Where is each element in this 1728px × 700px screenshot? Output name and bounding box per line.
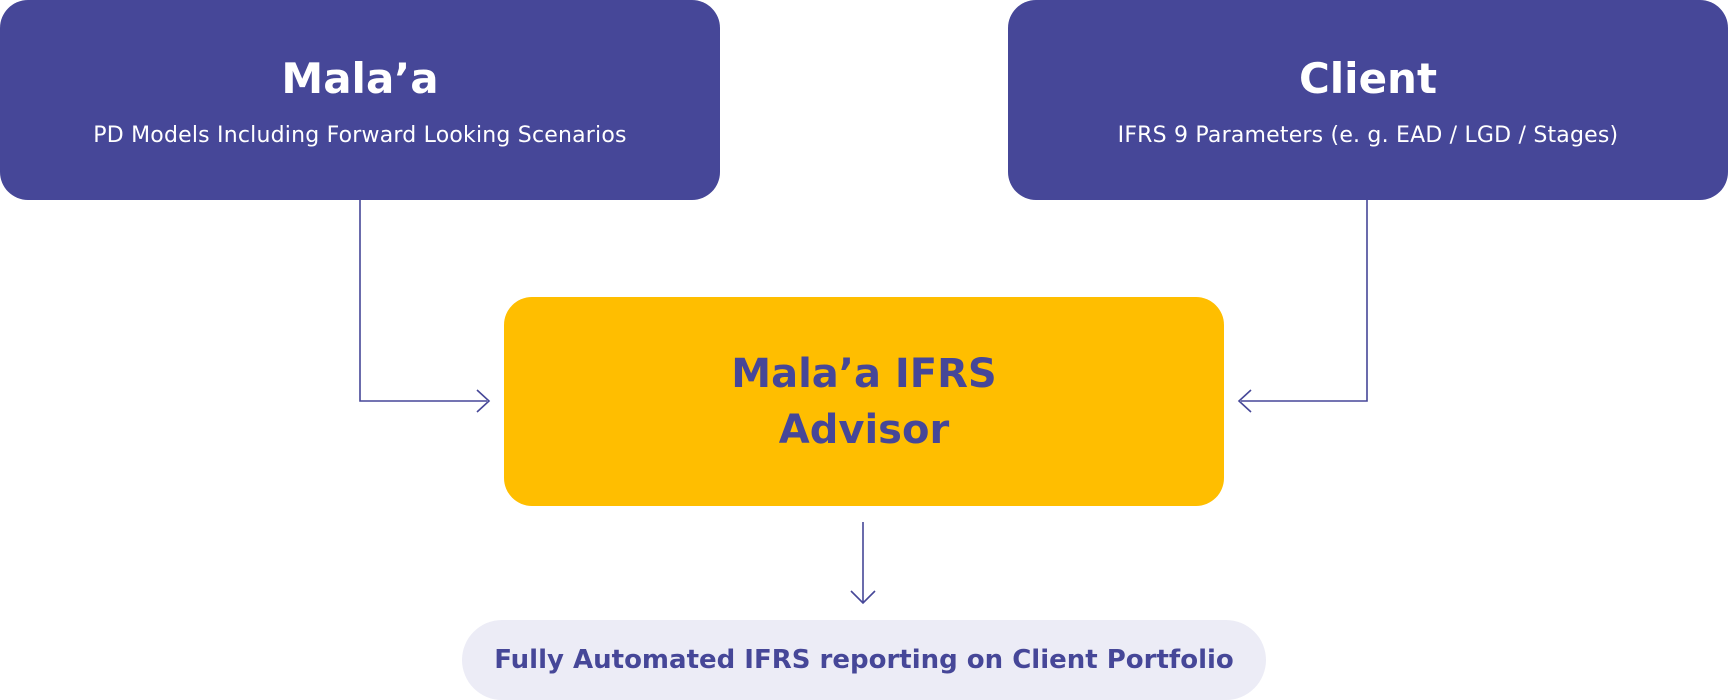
source-box-client: Client IFRS 9 Parameters (e. g. EAD / LG… <box>1008 0 1728 200</box>
center-box-advisor: Mala’a IFRS Advisor <box>504 297 1224 506</box>
result-pill: Fully Automated IFRS reporting on Client… <box>462 620 1266 700</box>
connector-right-to-center <box>1241 200 1368 402</box>
source-title-malaa: Mala’a <box>281 54 439 104</box>
source-subtitle-malaa: PD Models Including Forward Looking Scen… <box>93 122 627 148</box>
arrow-head-right <box>1237 389 1252 413</box>
connector-left-to-center <box>359 200 487 402</box>
arrow-head-down <box>850 590 876 605</box>
center-title: Mala’a IFRS Advisor <box>731 350 997 453</box>
source-title-client: Client <box>1298 54 1438 104</box>
source-box-malaa: Mala’a PD Models Including Forward Looki… <box>0 0 720 200</box>
source-subtitle-client: IFRS 9 Parameters (e. g. EAD / LGD / Sta… <box>1117 122 1619 148</box>
arrow-head-left <box>476 389 491 413</box>
result-label: Fully Automated IFRS reporting on Client… <box>494 645 1234 675</box>
